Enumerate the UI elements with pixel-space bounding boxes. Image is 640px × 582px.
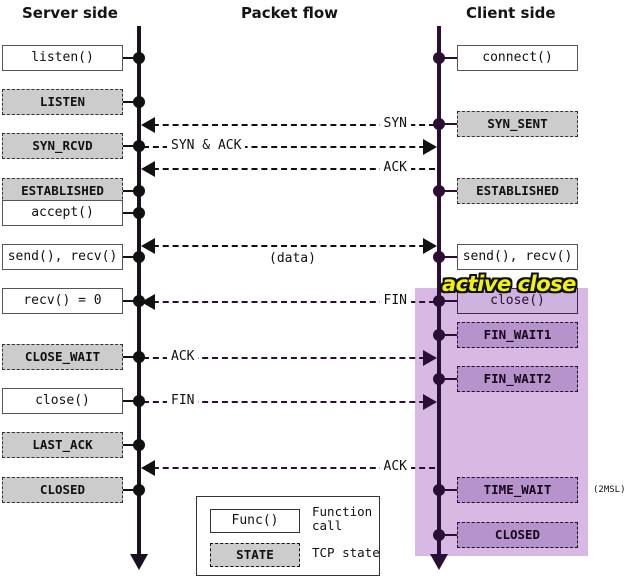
node-connector [439, 190, 457, 192]
server-timeline-arrowhead [130, 554, 148, 570]
client-func-box[interactable]: connect() [457, 45, 578, 71]
client-state-box[interactable]: SYN_SENT [457, 111, 578, 137]
packet-arrowhead-left [141, 460, 155, 476]
header-client-side: Client side [466, 4, 556, 22]
node-connector [123, 57, 139, 59]
server-func-box[interactable]: send(), recv() [2, 244, 123, 270]
node-connector [439, 378, 457, 380]
server-timeline [137, 26, 141, 556]
packet-arrowhead-left [141, 161, 155, 177]
packet-label: FIN [167, 393, 199, 408]
server-func-box[interactable]: recv() = 0 [2, 288, 123, 314]
node-connector [123, 400, 139, 402]
timeline-node-dot [133, 395, 145, 407]
header-server-side: Server side [22, 4, 118, 22]
packet-label: SYN & ACK [167, 138, 246, 153]
timeline-node-dot [133, 484, 145, 496]
timeline-node-dot [433, 529, 445, 541]
client-func-box[interactable]: close() [457, 288, 578, 314]
timeline-node-dot [133, 295, 145, 307]
legend-func-desc: Function call [312, 504, 373, 533]
client-timeline-arrowhead [430, 554, 448, 570]
node-connector [123, 356, 139, 358]
packet-arrow-line [143, 401, 435, 403]
msl-note: (2MSL) [593, 485, 626, 495]
packet-arrow-line [143, 146, 435, 148]
packet-arrowhead-right [423, 350, 437, 366]
packet-arrow-line [143, 124, 435, 126]
node-connector [123, 212, 139, 214]
packet-arrowhead-right [423, 139, 437, 155]
legend-state-sample: STATE [210, 543, 300, 567]
header-packet-flow: Packet flow [241, 4, 339, 22]
node-connector [123, 101, 139, 103]
packet-arrowhead-left [141, 238, 155, 254]
client-state-box[interactable]: FIN_WAIT1 [457, 322, 578, 348]
timeline-node-dot [433, 329, 445, 341]
server-func-box[interactable]: accept() [2, 200, 123, 226]
node-connector [123, 444, 139, 446]
node-connector [439, 300, 457, 302]
node-connector [123, 190, 139, 192]
legend-func-sample: Func() [210, 509, 300, 533]
legend-panel: Func() Function call STATE TCP state [196, 496, 380, 576]
node-connector [439, 334, 457, 336]
client-state-box[interactable]: ESTABLISHED [457, 178, 578, 204]
packet-arrowhead-left [141, 117, 155, 133]
node-connector [439, 57, 457, 59]
client-state-box[interactable]: CLOSED [457, 522, 578, 548]
timeline-node-dot [133, 207, 145, 219]
packet-label: FIN [379, 293, 411, 308]
client-func-box[interactable]: send(), recv() [457, 244, 578, 270]
timeline-node-dot [433, 251, 445, 263]
timeline-node-dot [133, 439, 145, 451]
client-state-box[interactable]: TIME_WAIT [457, 477, 578, 503]
packet-label: SYN [379, 116, 411, 131]
packet-label: (data) [265, 251, 320, 266]
server-state-box[interactable]: LISTEN [2, 89, 123, 115]
timeline-node-dot [133, 251, 145, 263]
node-connector [123, 256, 139, 258]
node-connector [439, 489, 457, 491]
timeline-node-dot [133, 96, 145, 108]
packet-label: ACK [167, 349, 199, 364]
node-connector [123, 145, 139, 147]
server-state-box[interactable]: LAST_ACK [2, 432, 123, 458]
client-timeline [437, 26, 441, 556]
timeline-node-dot [133, 52, 145, 64]
timeline-node-dot [433, 373, 445, 385]
timeline-node-dot [433, 295, 445, 307]
packet-arrow-line [143, 467, 435, 469]
server-state-box[interactable]: CLOSED [2, 477, 123, 503]
timeline-node-dot [133, 140, 145, 152]
packet-arrow-line [143, 245, 435, 247]
client-state-box[interactable]: FIN_WAIT2 [457, 366, 578, 392]
packet-arrow-line [143, 301, 435, 303]
server-state-box[interactable]: SYN_RCVD [2, 133, 123, 159]
node-connector [439, 534, 457, 536]
legend-state-desc: TCP state [312, 545, 380, 560]
node-connector [123, 300, 139, 302]
timeline-node-dot [433, 118, 445, 130]
timeline-node-dot [133, 185, 145, 197]
node-connector [439, 123, 457, 125]
packet-arrowhead-right [423, 394, 437, 410]
server-func-box[interactable]: listen() [2, 45, 123, 71]
packet-arrow-line [143, 357, 435, 359]
server-state-box[interactable]: ESTABLISHED [2, 178, 123, 204]
active-close-label: active close [441, 271, 578, 298]
packet-arrowhead-right [423, 238, 437, 254]
packet-label: ACK [379, 160, 411, 175]
server-func-box[interactable]: close() [2, 388, 123, 414]
timeline-node-dot [133, 351, 145, 363]
server-state-box[interactable]: CLOSE_WAIT [2, 344, 123, 370]
packet-arrow-line [143, 168, 435, 170]
timeline-node-dot [433, 185, 445, 197]
timeline-node-dot [433, 52, 445, 64]
timeline-node-dot [433, 484, 445, 496]
node-connector [123, 489, 139, 491]
node-connector [439, 256, 457, 258]
packet-label: ACK [379, 459, 411, 474]
